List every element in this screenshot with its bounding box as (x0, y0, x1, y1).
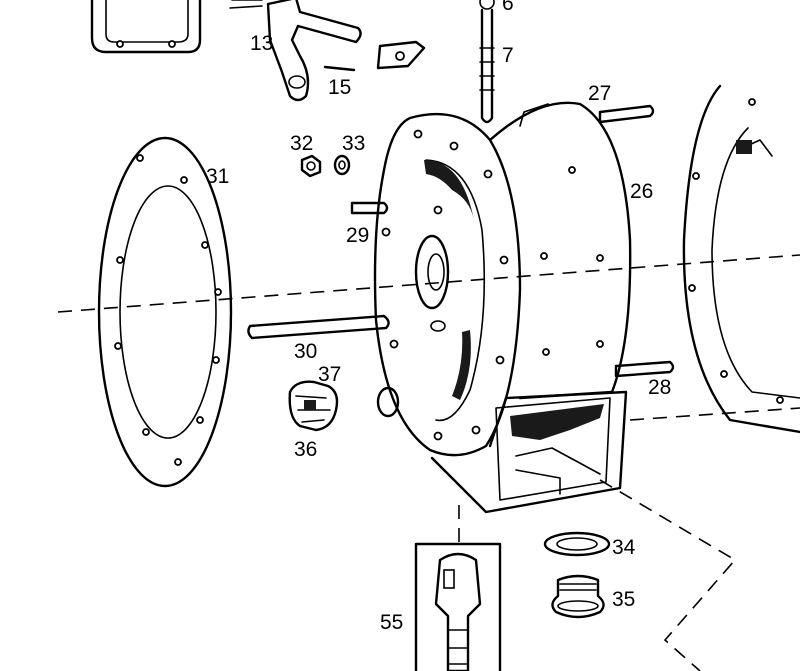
nut-part (300, 154, 322, 178)
callout-label-31: 31 (206, 165, 229, 188)
callout-label-55: 55 (380, 611, 403, 634)
end-cover-part (682, 84, 800, 434)
washer-part (333, 154, 351, 176)
callout-label-15: 15 (328, 76, 351, 99)
gasket-part (97, 136, 233, 488)
shift-lever-part (229, 0, 362, 102)
bracket-part (376, 40, 426, 70)
callout-labels: 6 7 13 15 26 27 28 29 30 31 32 33 34 35 … (206, 0, 671, 634)
callout-label-30: 30 (294, 340, 317, 363)
callout-label-7: 7 (502, 44, 514, 67)
callout-label-29: 29 (346, 224, 369, 247)
stud-upper-part (598, 104, 655, 124)
stud-lower-part (614, 360, 675, 378)
callout-label-6: 6 (502, 0, 514, 15)
callout-label-32: 32 (290, 132, 313, 155)
bell-housing-part (373, 101, 632, 514)
short-stud-part (350, 201, 389, 215)
callout-label-35: 35 (612, 588, 635, 611)
long-stud-part (247, 314, 390, 340)
o-ring-part (543, 531, 611, 557)
cover-plate (90, 0, 202, 54)
callout-label-26: 26 (630, 180, 653, 203)
small-pin-part (323, 65, 356, 72)
threaded-plug-part (551, 574, 605, 619)
callout-label-13: 13 (250, 32, 273, 55)
callout-label-27: 27 (588, 82, 611, 105)
callout-label-34: 34 (612, 536, 636, 559)
inset-detail-box (414, 542, 502, 671)
callout-label-33: 33 (342, 132, 365, 155)
shift-rod-part (479, 0, 495, 124)
callout-label-36: 36 (294, 438, 317, 461)
callout-label-28: 28 (648, 376, 671, 399)
callout-label-37: 37 (318, 363, 341, 386)
drain-plug-part (288, 380, 339, 432)
